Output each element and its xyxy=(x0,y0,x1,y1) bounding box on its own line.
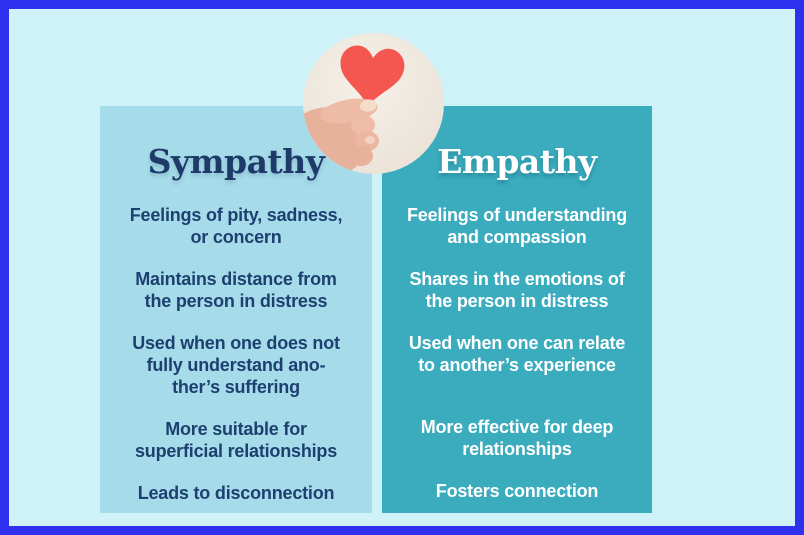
sympathy-list: Feelings of pity, sadness, or concern Ma… xyxy=(100,204,372,504)
text-line: the person in distress xyxy=(425,290,609,311)
sympathy-item-5: Leads to disconnection xyxy=(100,482,372,504)
text-line: Used when one can relate xyxy=(408,332,626,353)
text-line: superficial relationships xyxy=(134,440,338,461)
text-line: fully understand ano- xyxy=(146,354,326,375)
empathy-item-4: More effective for deep relationships xyxy=(382,416,652,460)
text-line: More effective for deep xyxy=(420,416,614,437)
finger-nail xyxy=(365,136,375,144)
empathy-item-1: Feelings of understanding and compassion xyxy=(382,204,652,248)
thumb-nail xyxy=(359,99,377,112)
sympathy-item-1: Feelings of pity, sadness, or concern xyxy=(100,204,372,248)
empathy-item-2: Shares in the emotions of the person in … xyxy=(382,268,652,312)
hand-heart-photo xyxy=(303,33,444,174)
text-line: the person in distress xyxy=(144,290,328,311)
text-line: or concern xyxy=(190,226,282,247)
text-line: Fosters connection xyxy=(435,480,599,501)
text-line: Shares in the emotions of xyxy=(409,268,625,289)
text-line: and compassion xyxy=(447,226,587,247)
sympathy-item-2: Maintains distance from the person in di… xyxy=(100,268,372,312)
text-line: Feelings of pity, sadness, xyxy=(129,204,343,225)
text-line: Used when one does not xyxy=(132,332,340,353)
text-line: Maintains distance from xyxy=(135,268,337,289)
sympathy-item-4: More suitable for superficial relationsh… xyxy=(100,418,372,462)
text-line: More suitable for xyxy=(165,418,307,439)
text-line: Feelings of understanding xyxy=(406,204,627,225)
empathy-card: Empathy Feelings of understanding and co… xyxy=(382,106,652,513)
empathy-title: Empathy xyxy=(437,142,597,181)
empathy-item-5: Fosters connection xyxy=(382,480,652,502)
sympathy-card: Sympathy Feelings of pity, sadness, or c… xyxy=(100,106,372,513)
thumb xyxy=(320,98,378,124)
text-line: ther’s suffering xyxy=(172,376,300,397)
hand-arm xyxy=(303,107,369,174)
empathy-item-3: Used when one can relate to another’s ex… xyxy=(382,332,652,376)
text-line: Leads to disconnection xyxy=(137,482,335,503)
text-line: to another’s experience xyxy=(418,354,616,375)
finger-tip xyxy=(349,146,373,166)
sympathy-title: Sympathy xyxy=(147,142,325,181)
sympathy-item-3: Used when one does not fully understand … xyxy=(100,332,372,398)
text-line: relationships xyxy=(462,438,572,459)
heart-icon xyxy=(340,45,405,107)
empathy-list: Feelings of understanding and compassion… xyxy=(382,204,652,502)
hand-heart-illustration xyxy=(303,33,444,174)
